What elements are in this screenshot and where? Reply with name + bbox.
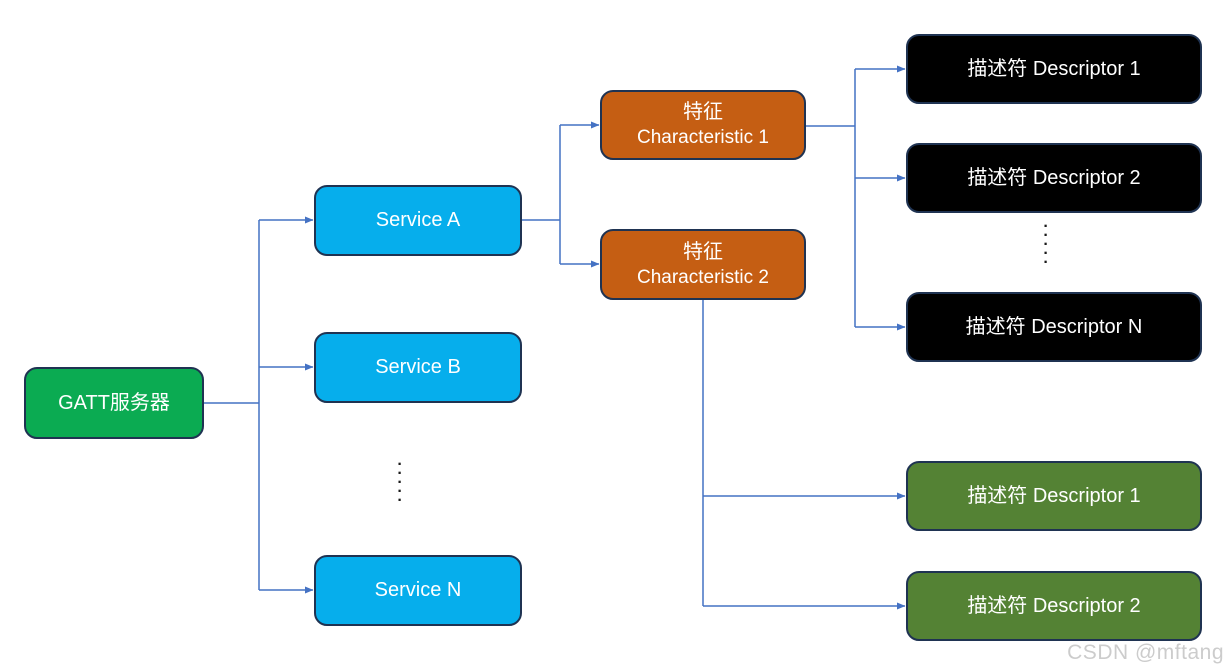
node-gatt-server: GATT服务器	[24, 367, 204, 439]
node-service-n-label: Service N	[374, 579, 462, 601]
node-characteristic-2: 特征 Characteristic 2	[600, 229, 806, 300]
node-service-b: Service B	[314, 332, 522, 403]
node-characteristic-1: 特征 Characteristic 1	[600, 90, 806, 160]
node-service-a-label: Service A	[375, 209, 461, 231]
node-char1-descriptor-n-label: 描述符 Descriptor N	[965, 315, 1143, 338]
node-characteristic-2-label-zh: 特征	[683, 240, 723, 263]
node-characteristic-1-label-zh: 特征	[683, 101, 723, 123]
node-char1-descriptor-2-label: 描述符 Descriptor 2	[967, 166, 1141, 189]
node-char1-descriptor-1: 描述符 Descriptor 1	[906, 34, 1202, 104]
node-char2-descriptor-1: 描述符 Descriptor 1	[906, 461, 1202, 531]
node-char1-descriptor-1-label: 描述符 Descriptor 1	[967, 57, 1141, 80]
vertical-ellipsis-services: · · · · ·	[397, 456, 403, 509]
node-service-a: Service A	[314, 185, 522, 256]
node-char2-descriptor-2: 描述符 Descriptor 2	[906, 571, 1202, 641]
node-gatt-server-label: GATT服务器	[58, 391, 170, 414]
node-char1-descriptor-n: 描述符 Descriptor N	[906, 292, 1202, 362]
node-char2-descriptor-2-label: 描述符 Descriptor 2	[967, 594, 1141, 617]
node-service-n: Service N	[314, 555, 522, 626]
vertical-ellipsis-descriptors: · · · · ·	[1043, 218, 1049, 271]
node-char2-descriptor-1-label: 描述符 Descriptor 1	[967, 484, 1141, 507]
watermark: CSDN @mftang	[1067, 641, 1224, 664]
node-characteristic-1-label-en: Characteristic 1	[637, 127, 769, 148]
node-characteristic-2-label-en: Characteristic 2	[637, 266, 769, 288]
node-service-b-label: Service B	[375, 356, 461, 378]
node-char1-descriptor-2: 描述符 Descriptor 2	[906, 143, 1202, 213]
